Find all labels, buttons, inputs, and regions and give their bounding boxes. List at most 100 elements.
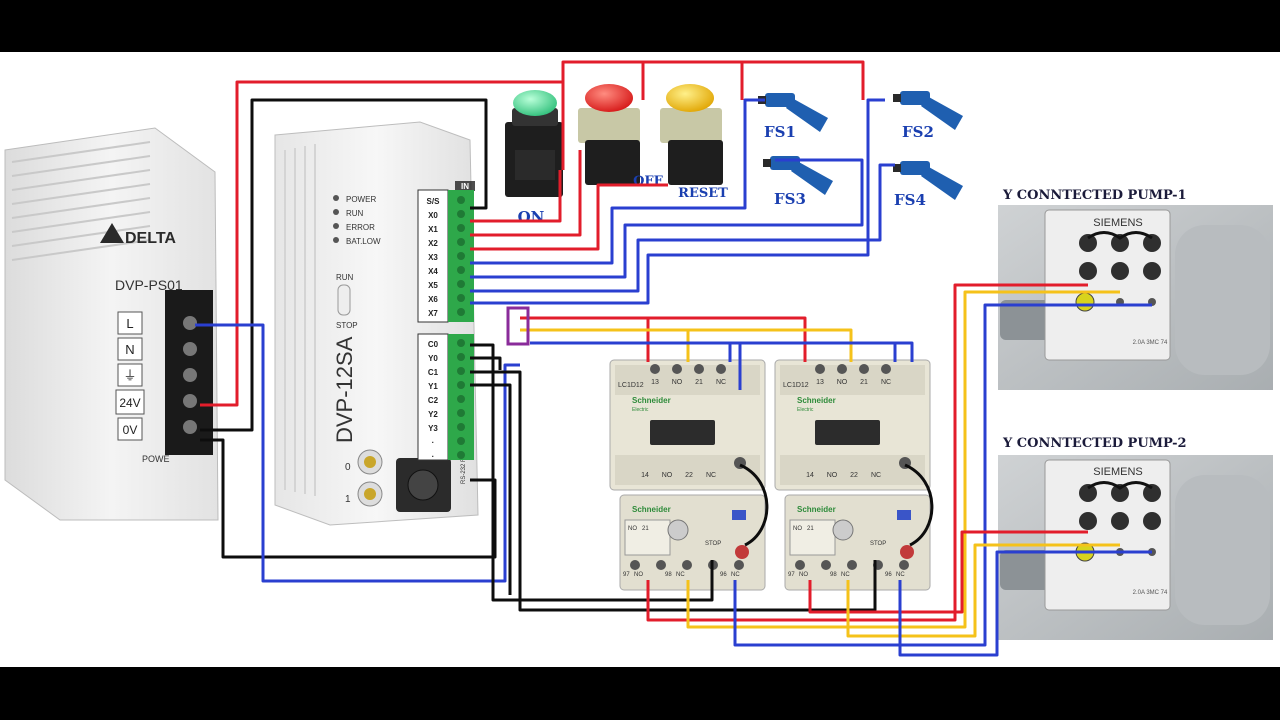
motor-terminal[interactable] xyxy=(1143,484,1161,502)
run-stop-switch[interactable] xyxy=(337,284,351,316)
relay-test-button[interactable] xyxy=(897,510,911,520)
wire-motor2-red xyxy=(808,530,1088,614)
relay-reset-button[interactable] xyxy=(900,545,914,559)
wire-0v-ss xyxy=(200,98,488,432)
plc-input-screw[interactable] xyxy=(457,280,465,288)
plc-input-screw[interactable] xyxy=(457,238,465,246)
power-terminal-screws xyxy=(183,316,197,434)
wire-x0-on xyxy=(470,170,562,223)
contactor-screw[interactable] xyxy=(815,364,825,374)
relay-test-button[interactable] xyxy=(732,510,746,520)
relay-current-dial[interactable] xyxy=(667,519,689,541)
plc-output-screw[interactable] xyxy=(457,367,465,375)
relay-screw[interactable] xyxy=(795,560,805,570)
contactor-screw[interactable] xyxy=(716,364,726,374)
motor-terminal[interactable] xyxy=(1143,262,1161,280)
contactor-bottom-terminal-label: NC xyxy=(706,472,716,479)
on-pushbutton[interactable]: ON xyxy=(505,90,563,226)
plc-input-screw[interactable] xyxy=(457,308,465,316)
motor-terminal[interactable] xyxy=(1143,234,1161,252)
plc-input-screw[interactable] xyxy=(457,224,465,232)
plc-output-screw[interactable] xyxy=(457,409,465,417)
motor-terminal[interactable] xyxy=(1111,512,1129,530)
green-pushbutton-icon xyxy=(513,90,557,116)
plc-output-screw[interactable] xyxy=(457,451,465,459)
float-switch-float xyxy=(786,98,828,132)
reset-pushbutton[interactable]: RESET xyxy=(660,84,728,201)
wire-x6-fs2 xyxy=(470,98,885,305)
plc-input-screw[interactable] xyxy=(457,196,465,204)
motor-terminal[interactable] xyxy=(1111,262,1129,280)
plc-output-screw[interactable] xyxy=(457,395,465,403)
contactor-bottom-terminal-label: 14 xyxy=(641,472,649,479)
plc-output-label: Y3 xyxy=(428,424,438,433)
motor-terminal[interactable] xyxy=(1079,234,1097,252)
motor-terminal[interactable] xyxy=(1111,484,1129,502)
contactor-screw[interactable] xyxy=(672,364,682,374)
motor-earth-terminal[interactable] xyxy=(1075,292,1095,312)
motor-terminal[interactable] xyxy=(1079,512,1097,530)
wire-y0-coil1 xyxy=(470,343,714,602)
motor-terminal[interactable] xyxy=(1079,484,1097,502)
motor-terminal[interactable] xyxy=(1079,262,1097,280)
relay-mark: NC xyxy=(676,572,685,578)
plc-model: DVP-12SA xyxy=(332,336,357,443)
pump-2-title: Y CONNTECTED PUMP-2 xyxy=(1002,436,1187,451)
relay-screw[interactable] xyxy=(734,560,744,570)
plc-output-screw[interactable] xyxy=(457,381,465,389)
contactor-top-terminal-label: NO xyxy=(837,379,848,386)
off-pushbutton[interactable]: OFF xyxy=(578,84,664,189)
plc-input-label: X6 xyxy=(428,295,438,304)
relay-screw[interactable] xyxy=(682,560,692,570)
plc-input-screw[interactable] xyxy=(457,210,465,218)
wire-motor2-yellow xyxy=(846,543,1120,638)
plc-output-label: · xyxy=(432,438,435,447)
plc-input-screw[interactable] xyxy=(457,266,465,274)
contactor-screw[interactable] xyxy=(881,364,891,374)
relay-mark: NO xyxy=(628,526,637,532)
relay-screw[interactable] xyxy=(656,560,666,570)
relay-screw[interactable] xyxy=(899,560,909,570)
plc-input-label: X5 xyxy=(428,281,438,290)
plc-output-screw[interactable] xyxy=(457,339,465,347)
contactor-screw[interactable] xyxy=(650,364,660,374)
wire-x1-off xyxy=(470,150,582,237)
pump-1-brand: SIEMENS xyxy=(1093,217,1143,229)
contactor-window xyxy=(650,420,715,445)
float-switch-icon[interactable] xyxy=(893,161,963,200)
relay-screw[interactable] xyxy=(821,560,831,570)
plc-leds: POWER RUN ERROR BAT.LOW xyxy=(333,195,381,246)
fs2-label: FS2 xyxy=(902,123,934,141)
plc-vents xyxy=(284,144,316,496)
contactor-screw[interactable] xyxy=(837,364,847,374)
plc-input-screw[interactable] xyxy=(457,294,465,302)
led-error: ERROR xyxy=(346,223,375,232)
relay-mark: 21 xyxy=(642,526,649,532)
relay-reset-button[interactable] xyxy=(735,545,749,559)
junction-box xyxy=(506,306,530,346)
pump-1-title: Y CONNTECTED PUMP-1 xyxy=(1002,188,1187,203)
relay-current-dial[interactable] xyxy=(832,519,854,541)
plc-output-screw[interactable] xyxy=(457,437,465,445)
contactor-bottom-terminal-label: NC xyxy=(871,472,881,479)
float-switch-icon[interactable] xyxy=(893,91,963,130)
relay-mark: NC xyxy=(731,572,740,578)
wire-c1 xyxy=(470,383,512,595)
relay-screw[interactable] xyxy=(630,560,640,570)
wire-x3-fs1 xyxy=(470,98,765,265)
contactor-top-terminal-label: 13 xyxy=(816,379,824,386)
motor-terminal[interactable] xyxy=(1111,234,1129,252)
plc-output-label: Y0 xyxy=(428,354,438,363)
motor-terminal[interactable] xyxy=(1143,512,1161,530)
contactor-top-terminal-label: 13 xyxy=(651,379,659,386)
float-switch-float xyxy=(791,161,833,195)
contactor-screw[interactable] xyxy=(859,364,869,374)
power-terminal-labels: L N ⏚ 24V 0V xyxy=(115,311,145,441)
plc-input-screw[interactable] xyxy=(457,252,465,260)
contactor-screw[interactable] xyxy=(694,364,704,374)
plc-output-screw[interactable] xyxy=(457,353,465,361)
plc-output-screw[interactable] xyxy=(457,423,465,431)
relay-screw[interactable] xyxy=(847,560,857,570)
